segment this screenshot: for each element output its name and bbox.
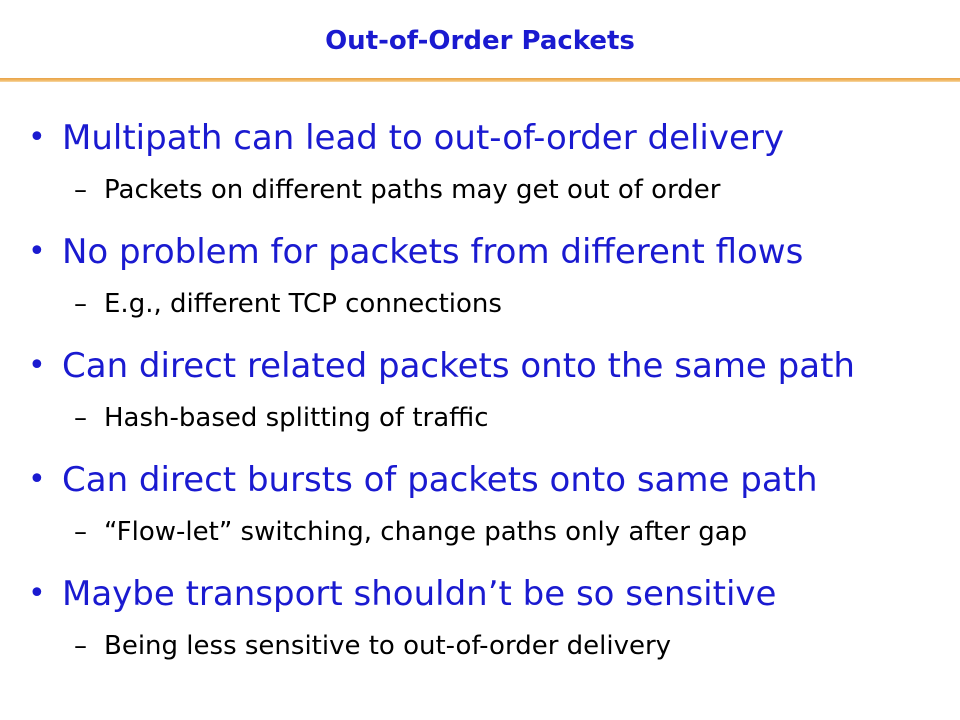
sub-bullet-item: – E.g., different TCP connections	[0, 278, 960, 340]
dash-icon: –	[74, 175, 87, 205]
bullet-text: Can direct bursts of packets onto same p…	[62, 460, 818, 500]
bullet-text: Can direct related packets onto the same…	[62, 346, 855, 386]
bullet-text: Multipath can lead to out-of-order deliv…	[62, 118, 785, 158]
sub-bullet-text: E.g., different TCP connections	[104, 289, 502, 319]
sub-bullet-text: Hash-based splitting of traffic	[104, 403, 489, 433]
sub-bullet-item: – Being less sensitive to out-of-order d…	[0, 620, 960, 682]
bullet-dot-icon: •	[28, 348, 46, 383]
sub-bullet-text: “Flow-let” switching, change paths only …	[104, 517, 748, 547]
sub-bullet-item: – Packets on different paths may get out…	[0, 164, 960, 226]
bullet-text: No problem for packets from different fl…	[62, 232, 804, 272]
bullet-item: • Can direct bursts of packets onto same…	[0, 454, 960, 506]
bullet-item: • Maybe transport shouldn’t be so sensit…	[0, 568, 960, 620]
dash-icon: –	[74, 403, 87, 433]
sub-bullet-item: – Hash-based splitting of traffic	[0, 392, 960, 454]
bullet-text: Maybe transport shouldn’t be so sensitiv…	[62, 574, 777, 614]
bullet-dot-icon: •	[28, 462, 46, 497]
slide-title: Out-of-Order Packets	[325, 26, 635, 56]
dash-icon: –	[74, 631, 87, 661]
bullet-dot-icon: •	[28, 120, 46, 155]
sub-bullet-item: – “Flow-let” switching, change paths onl…	[0, 506, 960, 568]
bullet-dot-icon: •	[28, 234, 46, 269]
bullet-dot-icon: •	[28, 576, 46, 611]
bullet-item: • Multipath can lead to out-of-order del…	[0, 112, 960, 164]
bullet-item: • Can direct related packets onto the sa…	[0, 340, 960, 392]
sub-bullet-text: Packets on different paths may get out o…	[104, 175, 721, 205]
dash-icon: –	[74, 517, 87, 547]
bullet-item: • No problem for packets from different …	[0, 226, 960, 278]
dash-icon: –	[74, 289, 87, 319]
bullet-list: • Multipath can lead to out-of-order del…	[0, 112, 960, 682]
title-underline-rule	[0, 78, 960, 82]
sub-bullet-text: Being less sensitive to out-of-order del…	[104, 631, 672, 661]
